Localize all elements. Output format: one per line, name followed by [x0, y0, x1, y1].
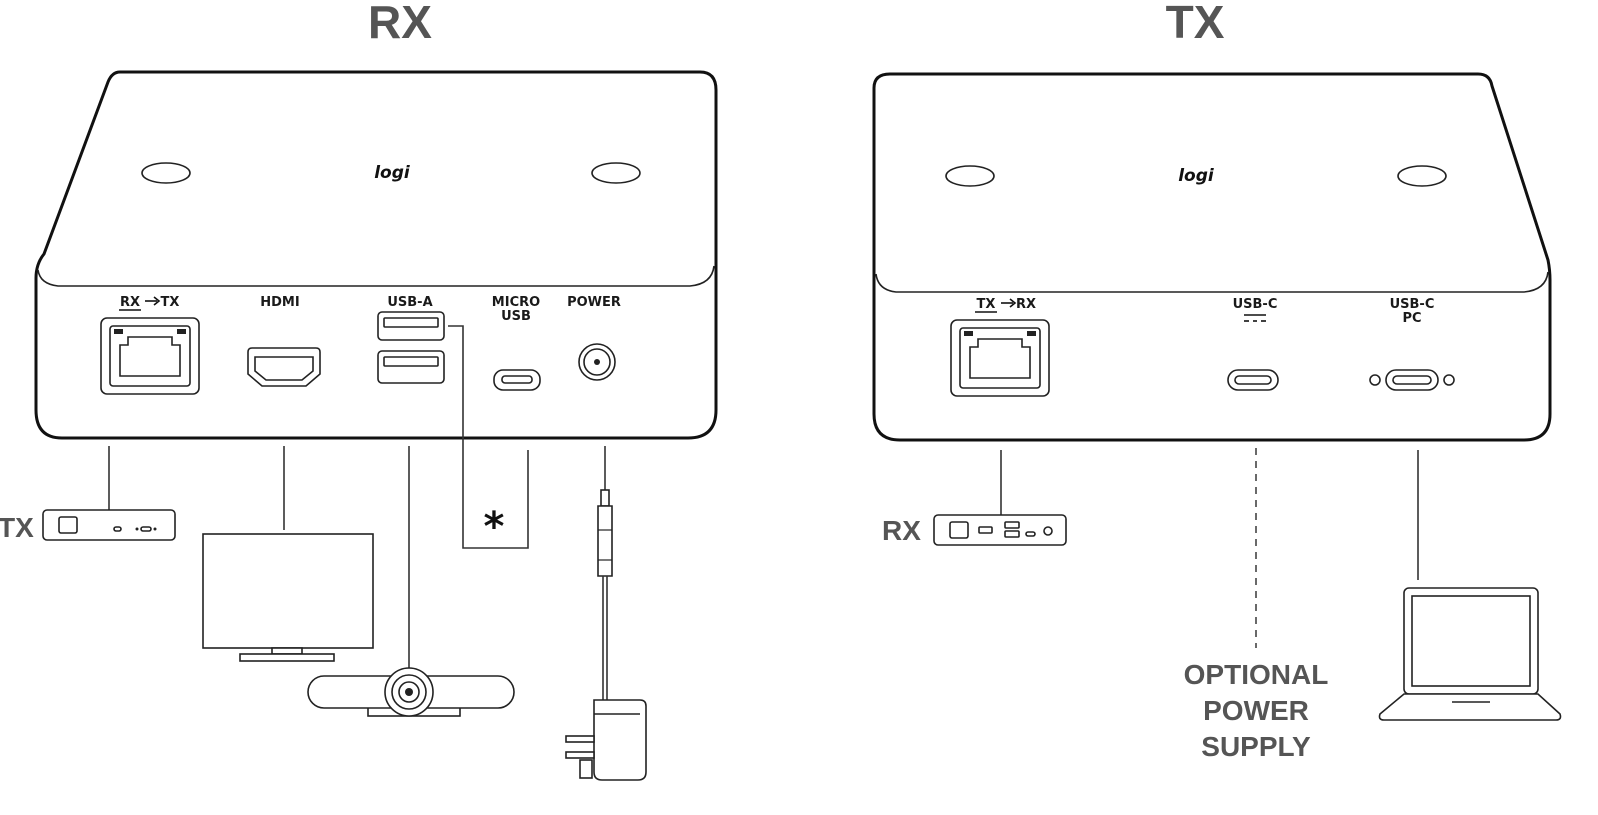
micro-usb-port-icon	[493, 369, 541, 391]
monitor-icon	[202, 533, 374, 662]
rx-title: RX	[368, 0, 432, 48]
rx-mount-hole-right	[591, 162, 641, 184]
rx-unit-body	[34, 70, 718, 440]
usb-c-port-icon	[1369, 369, 1455, 391]
rx-asterisk: *	[484, 504, 505, 550]
rx-unit-top-edge	[37, 265, 715, 287]
tx-tx-rx-label: TX RX	[975, 297, 1036, 313]
rx-micro-usb-label-1: MICRO	[492, 295, 540, 310]
camera-icon	[307, 667, 515, 717]
tx-unit-top-edge	[875, 271, 1549, 293]
tx-mount-hole-right	[1397, 165, 1447, 187]
rx-rx-tx-label-left: RX	[120, 295, 140, 310]
laptop-icon	[1378, 587, 1562, 721]
rx-mount-hole-left	[141, 162, 191, 184]
tx-connected-rx-label: RX	[882, 515, 921, 546]
rx-connected-tx-label: TX	[0, 512, 34, 543]
rx-logo: logi	[374, 163, 411, 183]
rx-rx-tx-label: RX TX	[119, 295, 180, 311]
rx-hdmi-label: HDMI	[260, 295, 299, 310]
tx-usb-c-power-label: USB-C	[1233, 297, 1278, 312]
tx-usb-c-pc-label-2: PC	[1402, 311, 1421, 326]
rx-unit: logi RX TX HDMI USB-A MICRO USB POWER	[34, 70, 718, 440]
usb-c-port-icon	[1227, 369, 1279, 391]
power-adapter-icon	[565, 489, 647, 781]
rx-micro-usb-label-2: USB	[501, 309, 531, 324]
tx-mini-unit-icon	[42, 509, 176, 541]
tx-logo: logi	[1178, 166, 1215, 186]
ethernet-port-icon	[100, 317, 200, 395]
tx-tx-rx-label-right: RX	[1016, 297, 1036, 312]
tx-mount-hole-left	[945, 165, 995, 187]
usb-a-port-icon	[377, 311, 445, 384]
rx-mini-unit-icon	[933, 514, 1067, 546]
tx-usb-c-pc-label-1: USB-C	[1390, 297, 1435, 312]
optional-power-line-3: SUPPLY	[1201, 731, 1311, 762]
optional-power-line-2: POWER	[1203, 695, 1309, 726]
tx-unit: logi TX RX USB-C USB-C PC	[872, 72, 1552, 442]
rx-cable-usb-loop	[448, 325, 529, 549]
tx-tx-rx-label-left: TX	[977, 297, 996, 312]
rx-usb-a-label: USB-A	[387, 295, 432, 310]
ethernet-port-icon	[950, 319, 1050, 397]
optional-power-supply-label: OPTIONAL POWER SUPPLY	[1184, 659, 1329, 762]
optional-power-line-1: OPTIONAL	[1184, 659, 1329, 690]
power-jack-icon	[578, 343, 616, 381]
rx-power-label: POWER	[567, 295, 621, 310]
dc-power-symbol-icon	[1244, 314, 1266, 322]
arrow-right-icon	[145, 296, 161, 306]
hdmi-port-icon	[247, 347, 321, 387]
tx-title: TX	[1166, 0, 1225, 48]
rx-rx-tx-label-right: TX	[161, 295, 180, 310]
arrow-right-icon	[1001, 298, 1017, 308]
